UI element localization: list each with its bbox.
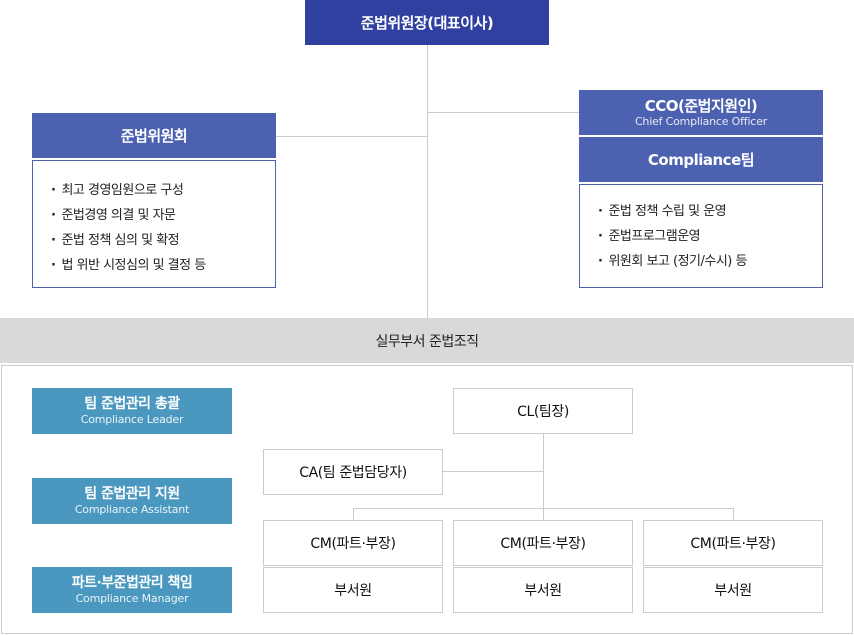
list-item: 위원회 보고 (정기/수시) 등: [598, 249, 822, 274]
cm-label: CM(파트·부장): [690, 536, 776, 552]
cl-box: CL(팀장): [453, 388, 633, 434]
committee-title: 준법위원회: [120, 127, 188, 145]
cm-box: CM(파트·부장): [643, 520, 823, 566]
list-item: 최고 경영임원으로 구성: [51, 178, 275, 203]
cl-label: CL(팀장): [517, 404, 569, 420]
compliance-team-duties: 준법 정책 수립 및 운영 준법프로그램운영 위원회 보고 (정기/수시) 등: [579, 184, 823, 288]
chairman-label: 준법위원장(대표이사): [360, 14, 494, 32]
list-item: 준법 정책 수립 및 운영: [598, 199, 822, 224]
connector-cco: [427, 112, 579, 113]
connector-ca: [443, 471, 543, 472]
member-box: 부서원: [643, 567, 823, 613]
connector-cl-vertical: [543, 433, 544, 508]
ca-label: CA(팀 준법담당자): [299, 465, 407, 481]
compliance-team-header: Compliance팀: [579, 137, 823, 182]
member-label: 부서원: [524, 583, 562, 599]
member-box: 부서원: [263, 567, 443, 613]
committee-duties: 최고 경영임원으로 구성 준법경영 의결 및 자문 준법 정책 심의 및 확정 …: [32, 160, 276, 288]
member-label: 부서원: [334, 583, 372, 599]
role-title: 팀 준법관리 총괄: [84, 396, 180, 412]
list-item: 준법프로그램운영: [598, 224, 822, 249]
role-assistant: 팀 준법관리 지원 Compliance Assistant: [32, 478, 232, 524]
cm-label: CM(파트·부장): [500, 536, 586, 552]
cm-box: CM(파트·부장): [263, 520, 443, 566]
member-box: 부서원: [453, 567, 633, 613]
committee-header: 준법위원회: [32, 113, 276, 158]
list-item: 준법 정책 심의 및 확정: [51, 228, 275, 253]
connector-committee: [276, 136, 427, 137]
section-band: 실무부서 준법조직: [0, 318, 854, 363]
role-leader: 팀 준법관리 총괄 Compliance Leader: [32, 388, 232, 434]
role-subtitle: Compliance Manager: [75, 592, 189, 605]
committee-duty-list: 최고 경영임원으로 구성 준법경영 의결 및 자문 준법 정책 심의 및 확정 …: [51, 178, 275, 278]
compliance-team-title: Compliance팀: [647, 151, 755, 169]
role-manager: 파트·부준법관리 책임 Compliance Manager: [32, 567, 232, 613]
department-org-frame: [1, 365, 853, 634]
chairman-box: 준법위원장(대표이사): [305, 0, 549, 45]
role-subtitle: Compliance Assistant: [74, 503, 190, 516]
connector-cm-3: [733, 508, 734, 520]
connector-cm-1: [353, 508, 354, 520]
connector-cm-2: [543, 508, 544, 520]
list-item: 법 위반 시정심의 및 결정 등: [51, 253, 275, 278]
member-label: 부서원: [714, 583, 752, 599]
cco-header: CCO(준법지원인) Chief Compliance Officer: [579, 90, 823, 135]
connector-ceo-vertical: [427, 45, 428, 318]
ca-box: CA(팀 준법담당자): [263, 449, 443, 495]
section-title: 실무부서 준법조직: [375, 333, 480, 350]
cm-label: CM(파트·부장): [310, 536, 396, 552]
cco-title: CCO(준법지원인): [644, 96, 758, 115]
role-title: 팀 준법관리 지원: [84, 486, 180, 502]
team-duty-list: 준법 정책 수립 및 운영 준법프로그램운영 위원회 보고 (정기/수시) 등: [598, 199, 822, 274]
role-title: 파트·부준법관리 책임: [71, 575, 193, 591]
list-item: 준법경영 의결 및 자문: [51, 203, 275, 228]
cco-subtitle: Chief Compliance Officer: [634, 114, 768, 128]
cm-box: CM(파트·부장): [453, 520, 633, 566]
role-subtitle: Compliance Leader: [80, 413, 184, 426]
